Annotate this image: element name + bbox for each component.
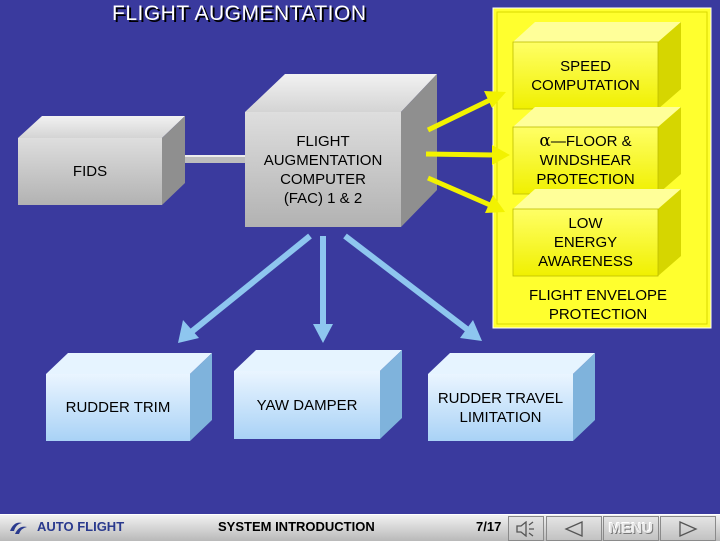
yaw-damper-label: YAW DAMPER <box>256 396 358 414</box>
bottom-nav-bar: AUTO FLIGHT SYSTEM INTRODUCTION 7/17 MEN… <box>0 514 720 541</box>
arrow-fac-to-low-energy <box>427 175 505 213</box>
low-energy-box <box>512 189 681 277</box>
arrow-fac-to-speed <box>426 91 506 133</box>
back-button[interactable] <box>546 516 602 541</box>
right-triangle-icon <box>679 520 698 537</box>
page-title: FLIGHT AUGMENTATION <box>112 2 367 25</box>
low-energy-label: LOW ENERGY AWARENESS <box>538 215 633 270</box>
fac-box <box>245 74 437 227</box>
alpha-floor-label: α—FLOOR & WINDSHEAR PROTECTION <box>536 131 635 189</box>
speed-computation-label: SPEED COMPUTATION <box>531 57 640 94</box>
page-counter: 7/17 <box>476 519 502 534</box>
menu-button[interactable]: MENU <box>603 516 659 541</box>
rudder-trim-label: RUDDER TRIM <box>65 399 171 416</box>
arrow-fac-to-alpha-floor <box>425 145 510 165</box>
audio-button[interactable] <box>508 516 544 541</box>
rudder-travel-box <box>428 353 595 441</box>
swirl-logo-icon <box>10 522 27 534</box>
yaw-damper-box <box>234 350 402 439</box>
flight-envelope-label: FLIGHT ENVELOPE PROTECTION <box>528 287 668 323</box>
arrow-fac-to-rudder-trim <box>178 233 312 343</box>
next-button[interactable] <box>660 516 716 541</box>
section-name: AUTO FLIGHT <box>37 519 125 534</box>
fids-label: FIDS <box>72 163 108 180</box>
arrow-fac-to-rudder-travel <box>343 233 482 341</box>
speed-computation-box <box>512 22 681 110</box>
fids-fac-connector <box>162 155 250 163</box>
arrow-fac-to-yaw-damper <box>313 236 333 343</box>
topic-name: SYSTEM INTRODUCTION <box>218 519 375 534</box>
rudder-trim-box <box>46 353 212 441</box>
fac-label: FLIGHT AUGMENTATION COMPUTER (FAC) 1 & 2 <box>263 132 383 207</box>
alpha-dash: — <box>550 133 566 150</box>
fids-box <box>18 116 185 205</box>
alpha-symbol: α <box>539 131 551 151</box>
alpha-floor-box <box>512 107 681 195</box>
rudder-travel-label: RUDDER TRAVEL LIMITATION <box>437 389 564 426</box>
speaker-icon <box>516 520 534 537</box>
left-triangle-icon <box>564 520 583 537</box>
